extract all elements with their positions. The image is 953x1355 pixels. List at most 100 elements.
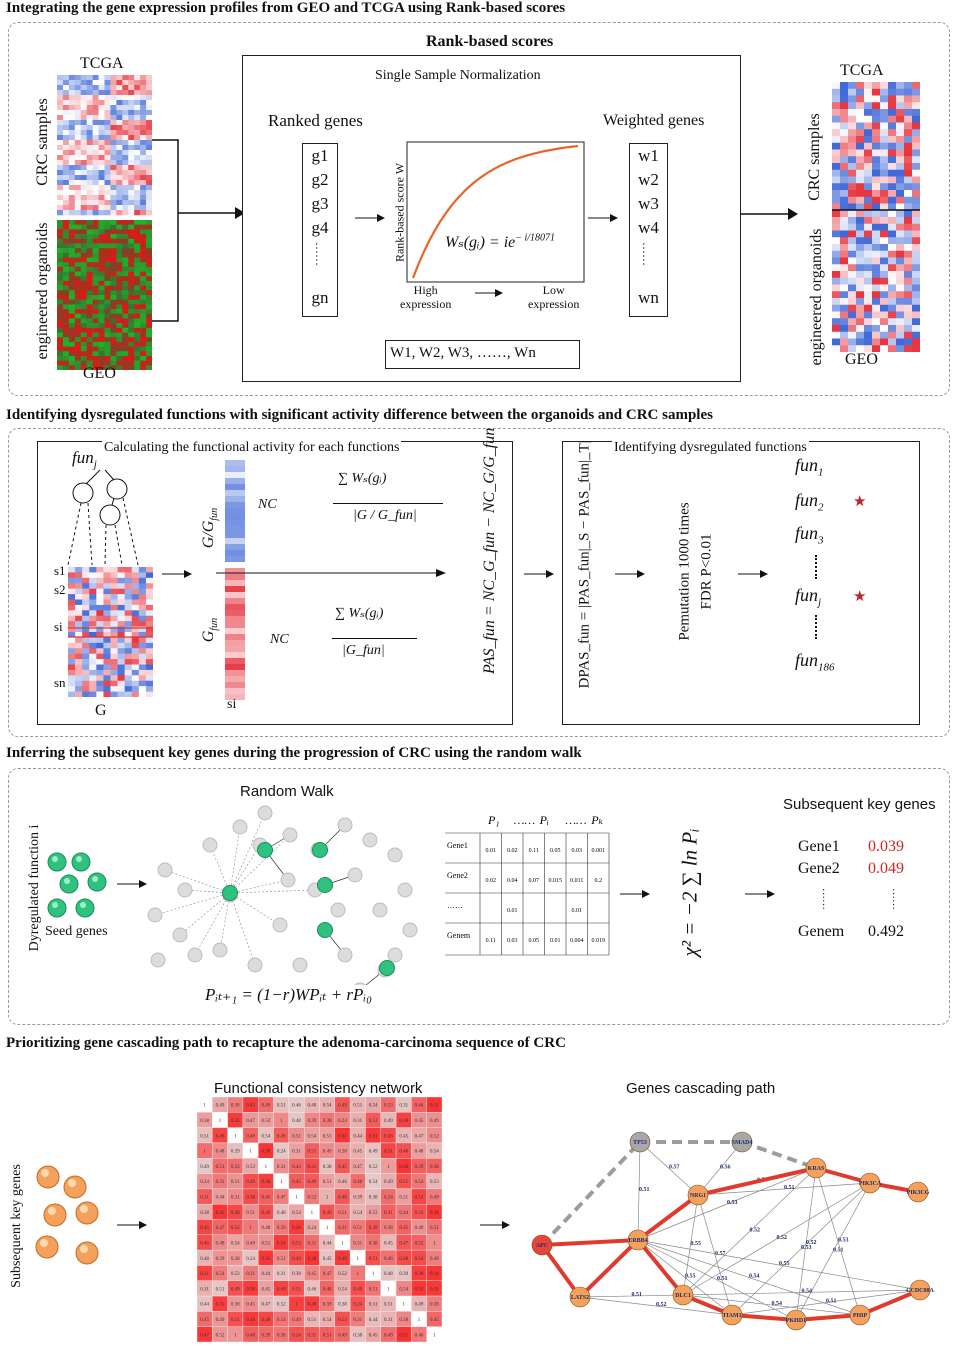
heat-cell: [896, 257, 905, 265]
table-header: ……: [565, 813, 586, 827]
heat-cell: [110, 675, 118, 682]
seed-genes-label: Seed genes: [45, 924, 108, 939]
heat-cell: [134, 140, 141, 146]
heat-cell: [116, 341, 123, 347]
gene-node-label: TIAM1: [722, 1313, 741, 1319]
heat-cell: [912, 250, 920, 258]
heat-cell: [912, 284, 920, 292]
heat-cell: [128, 365, 135, 370]
heat-cell: [96, 648, 104, 654]
heat-cell: [103, 567, 111, 573]
heat-cell: [62, 327, 70, 333]
consistency-value: 0.54: [262, 1134, 271, 1139]
function-item: fun3: [795, 523, 824, 547]
heat-cell: [75, 588, 83, 595]
heat-cell: [68, 145, 76, 151]
heat-cell: [110, 686, 118, 692]
heat-cell: [89, 686, 97, 692]
heat-cell: [134, 266, 141, 272]
heat-cell: [138, 680, 147, 687]
heat-cell: [62, 290, 70, 296]
heat-cell: [832, 136, 841, 144]
activity-cell: [225, 592, 245, 599]
heat-cell: [872, 176, 881, 184]
heat-cell: [110, 610, 118, 617]
heat-cell: [134, 90, 141, 96]
heat-cell: [856, 95, 865, 103]
walk-edge: [209, 844, 231, 894]
heat-cell: [74, 365, 82, 370]
heat-cell: [80, 243, 87, 249]
key-gene-name: Genem: [798, 923, 845, 940]
activity-cell: [225, 598, 245, 605]
heat-cell: [92, 327, 99, 333]
consistency-value: 0.48: [323, 1287, 332, 1292]
heat-cell: [128, 248, 135, 254]
heat-cell: [146, 262, 152, 268]
heat-cell: [57, 224, 64, 230]
heat-cell: [872, 163, 881, 171]
heat-cell: [912, 331, 920, 339]
heat-cell: [62, 285, 70, 291]
heat-cell: [110, 180, 117, 186]
consistency-value: 0.46: [246, 1318, 255, 1323]
heat-cell: [62, 224, 70, 230]
heat-cell: [131, 599, 140, 606]
heat-cell: [840, 264, 849, 272]
consistency-value: 1: [203, 1104, 206, 1109]
consistency-value: 1: [311, 1211, 314, 1216]
heat-cell: [880, 298, 889, 306]
heat-cell: [98, 248, 105, 254]
cascade-path-edge: [697, 1166, 817, 1197]
heat-cell: [848, 169, 857, 177]
heat-cell: [912, 183, 920, 191]
consistency-value: 0.46: [307, 1287, 316, 1292]
cascade-path-edge: [541, 1238, 639, 1247]
gene-node: [347, 867, 363, 883]
heat-cell: [904, 156, 913, 164]
activity-cell: [225, 520, 245, 527]
heat-cell: [86, 337, 93, 343]
consistency-value: 1: [418, 1318, 421, 1323]
heat-cell: [92, 295, 99, 300]
heat-cell: [86, 190, 93, 196]
consistency-value: 0.44: [292, 1165, 301, 1170]
heat-cell: [57, 234, 64, 240]
heat-cell: [116, 95, 123, 101]
heat-cell: [80, 160, 87, 166]
heat-cell: [146, 140, 152, 146]
consistency-value: 0.38: [246, 1287, 255, 1292]
heat-cell: [134, 224, 141, 230]
heat-cell: [138, 675, 147, 682]
heat-cell: [146, 229, 152, 235]
heat-cell: [856, 88, 865, 96]
heat-cell: [134, 110, 141, 116]
heat-cell: [145, 588, 153, 595]
heat-cell: [880, 190, 889, 198]
heat-cell: [74, 243, 82, 249]
heat-cell: [128, 170, 135, 176]
heat-cell: [57, 266, 64, 272]
heat-cell: [872, 203, 881, 211]
heat-cell: [98, 280, 105, 286]
consistency-value: 0.54: [415, 1180, 424, 1185]
heat-cell: [140, 332, 147, 338]
heat-cell: [122, 130, 129, 136]
heat-cell: [104, 105, 111, 111]
heat-cell: [80, 145, 87, 151]
heat-cell: [896, 338, 905, 346]
consistency-value: 0.46: [384, 1257, 393, 1262]
heat-cell: [80, 220, 87, 225]
heat-cell: [68, 120, 76, 126]
heat-cell: [146, 190, 152, 196]
heat-cell: [134, 262, 141, 268]
function-name: fun: [795, 650, 819, 670]
heat-cell: [92, 360, 99, 366]
heat-cell: [904, 277, 913, 285]
heat-cell: [146, 346, 152, 352]
heat-cell: [140, 360, 147, 366]
heat-cell: [116, 318, 123, 324]
heat-cell: [912, 163, 920, 171]
consistency-value: 0.51: [292, 1287, 301, 1292]
heat-cell: [86, 257, 93, 263]
